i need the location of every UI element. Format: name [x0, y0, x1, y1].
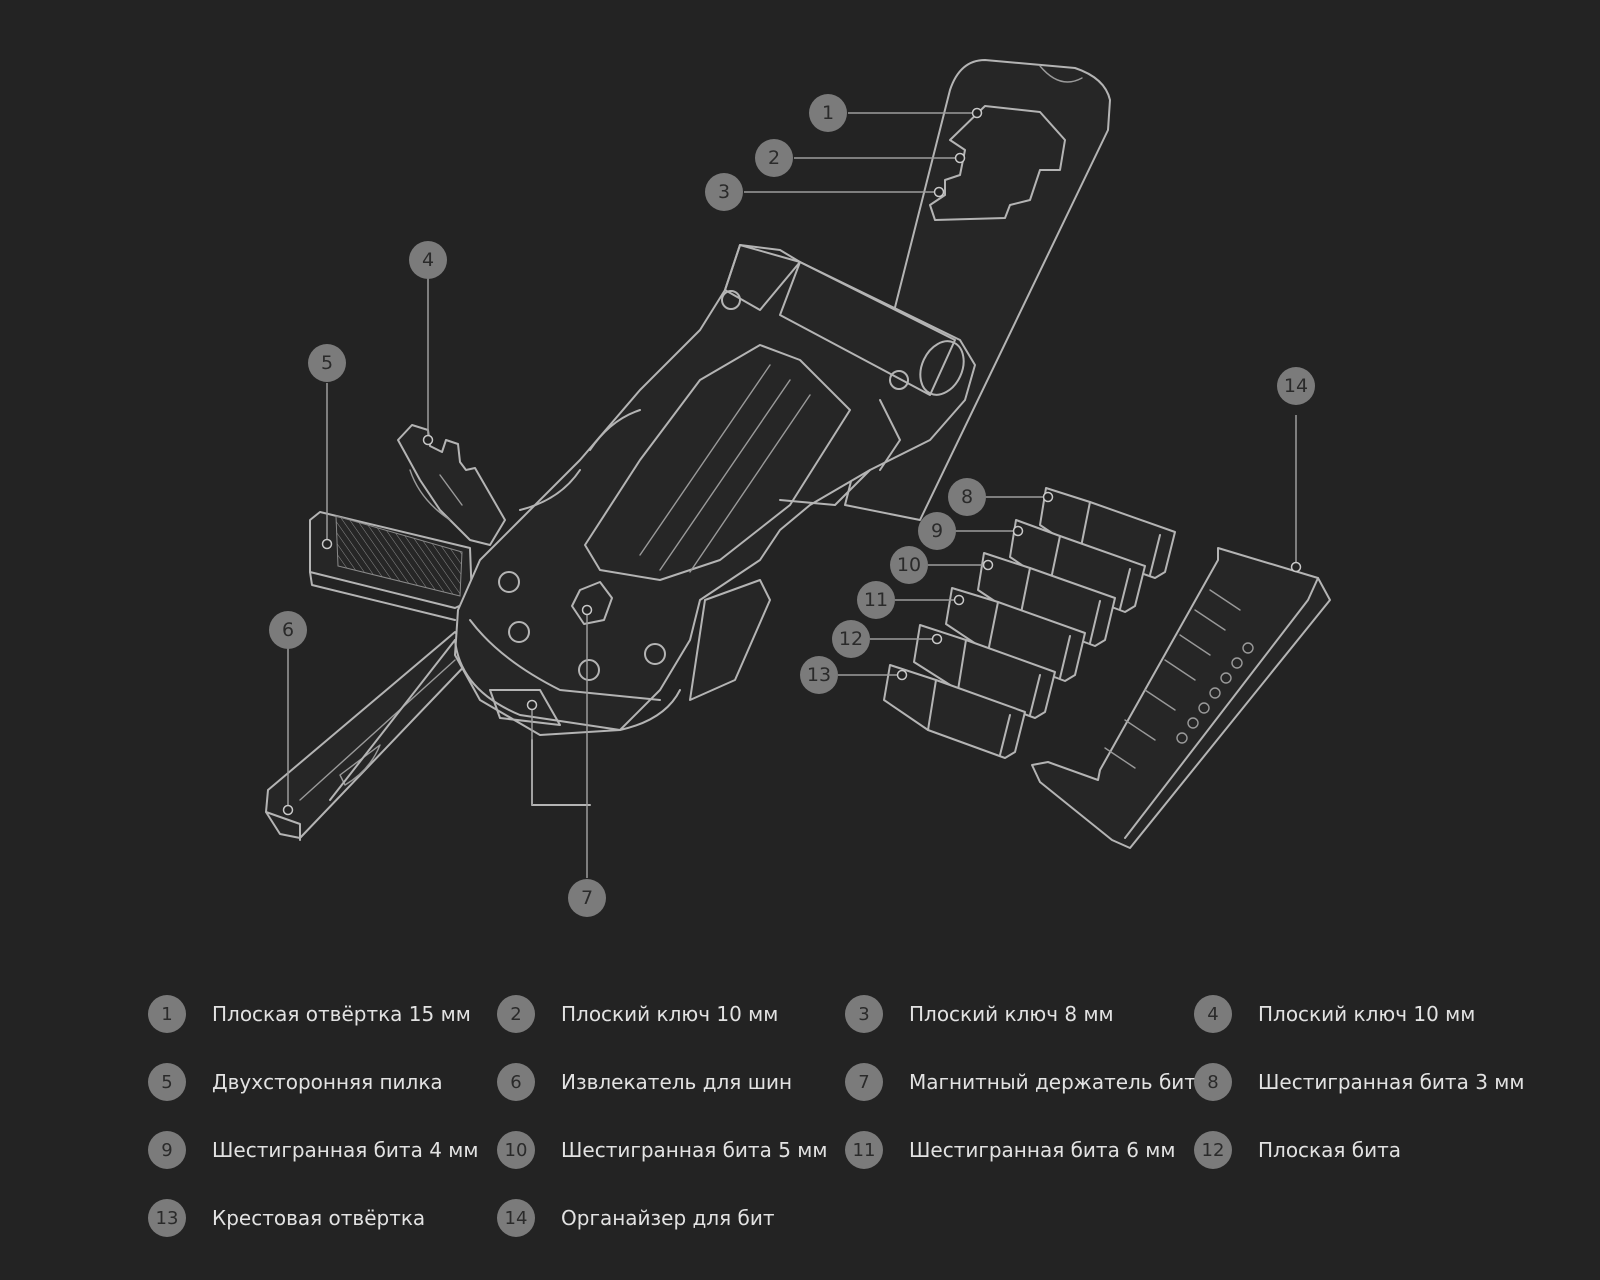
legend-label: Плоская отвёртка 15 мм	[212, 1002, 471, 1026]
multitool-diagram: 1 2 3 4 5 6 7 8 9 10 11 12	[265, 59, 1331, 917]
callout-9: 9	[918, 512, 956, 550]
legend-badge: 7	[845, 1063, 883, 1101]
legend-badge: 10	[497, 1131, 535, 1169]
legend-badge: 9	[148, 1131, 186, 1169]
callout-number: 11	[864, 589, 888, 611]
callout-number: 5	[321, 352, 333, 374]
callout-13: 13	[800, 656, 838, 694]
callout-3: 3	[705, 173, 743, 211]
legend-badge: 11	[845, 1131, 883, 1169]
tire-lever-tool	[265, 631, 476, 841]
legend-item-9: 9 Шестигранная бита 4 мм	[148, 1131, 478, 1169]
legend-label: Плоский ключ 10 мм	[1258, 1002, 1476, 1026]
legend-label: Плоский ключ 10 мм	[561, 1002, 779, 1026]
legend-label: Шестигранная бита 4 мм	[212, 1138, 479, 1162]
callout-number: 8	[961, 486, 973, 508]
callout-number: 13	[807, 664, 831, 686]
legend-item-1: 1 Плоская отвёртка 15 мм	[148, 995, 471, 1033]
callout-4: 4	[409, 241, 447, 279]
callout-7: 7	[568, 879, 606, 917]
legend-badge: 6	[497, 1063, 535, 1101]
legend-item-8: 8 Шестигранная бита 3 мм	[1194, 1063, 1524, 1101]
legend-badge: 3	[845, 995, 883, 1033]
legend-label: Плоская бита	[1258, 1138, 1402, 1162]
saw-file-tool	[309, 511, 473, 621]
callout-1: 1	[809, 94, 847, 132]
callout-6: 6	[269, 611, 307, 649]
callout-10: 10	[890, 546, 928, 584]
legend-badge: 12	[1194, 1131, 1232, 1169]
legend-item-4: 4 Плоский ключ 10 мм	[1194, 995, 1475, 1033]
wrench-tool	[397, 424, 506, 546]
legend-item-10: 10 Шестигранная бита 5 мм	[497, 1131, 827, 1169]
callout-2: 2	[755, 139, 793, 177]
callout-11: 11	[857, 581, 895, 619]
legend-item-3: 3 Плоский ключ 8 мм	[845, 995, 1114, 1033]
legend-label: Извлекатель для шин	[561, 1070, 793, 1094]
callout-number: 14	[1284, 375, 1308, 397]
callout-number: 10	[897, 554, 921, 576]
callout-number: 7	[581, 887, 593, 909]
legend-label: Плоский ключ 8 мм	[909, 1002, 1114, 1026]
legend-badge: 5	[148, 1063, 186, 1101]
legend-badge: 4	[1194, 995, 1232, 1033]
legend-badge: 2	[497, 995, 535, 1033]
legend-label: Шестигранная бита 5 мм	[561, 1138, 828, 1162]
bit-organizer	[1031, 547, 1331, 849]
legend-badge: 1	[148, 995, 186, 1033]
legend: 1 Плоская отвёртка 15 мм 2 Плоский ключ …	[148, 995, 1578, 1265]
legend-item-6: 6 Извлекатель для шин	[497, 1063, 792, 1101]
callout-12: 12	[832, 620, 870, 658]
callout-number: 2	[768, 147, 780, 169]
legend-badge: 14	[497, 1199, 535, 1237]
callout-number: 12	[839, 628, 863, 650]
legend-label: Двухсторонняя пилка	[212, 1070, 443, 1094]
legend-badge: 13	[148, 1199, 186, 1237]
callout-5: 5	[308, 344, 346, 382]
legend-label: Органайзер для бит	[561, 1206, 775, 1230]
callout-number: 4	[422, 249, 434, 271]
leader-dots	[282, 107, 1302, 816]
legend-label: Шестигранная бита 6 мм	[909, 1138, 1176, 1162]
bits-group	[883, 487, 1176, 759]
legend-label: Крестовая отвёртка	[212, 1206, 426, 1230]
legend-item-12: 12 Плоская бита	[1194, 1131, 1401, 1169]
callout-number: 3	[718, 181, 730, 203]
legend-item-5: 5 Двухсторонняя пилка	[148, 1063, 443, 1101]
legend-label: Шестигранная бита 3 мм	[1258, 1070, 1525, 1094]
legend-item-13: 13 Крестовая отвёртка	[148, 1199, 425, 1237]
legend-item-2: 2 Плоский ключ 10 мм	[497, 995, 778, 1033]
leader-lines	[287, 112, 1297, 878]
callout-number: 9	[931, 520, 943, 542]
legend-item-7: 7 Магнитный держатель бит	[845, 1063, 1196, 1101]
callout-number: 6	[282, 619, 294, 641]
diagram-svg: 1 2 3 4 5 6 7 8 9 10 11 12	[265, 59, 1331, 917]
legend-item-11: 11 Шестигранная бита 6 мм	[845, 1131, 1175, 1169]
callout-14: 14	[1277, 367, 1315, 405]
legend-badge: 8	[1194, 1063, 1232, 1101]
callout-8: 8	[948, 478, 986, 516]
legend-item-14: 14 Органайзер для бит	[497, 1199, 775, 1237]
legend-label: Магнитный держатель бит	[909, 1070, 1196, 1094]
callout-number: 1	[822, 102, 834, 124]
